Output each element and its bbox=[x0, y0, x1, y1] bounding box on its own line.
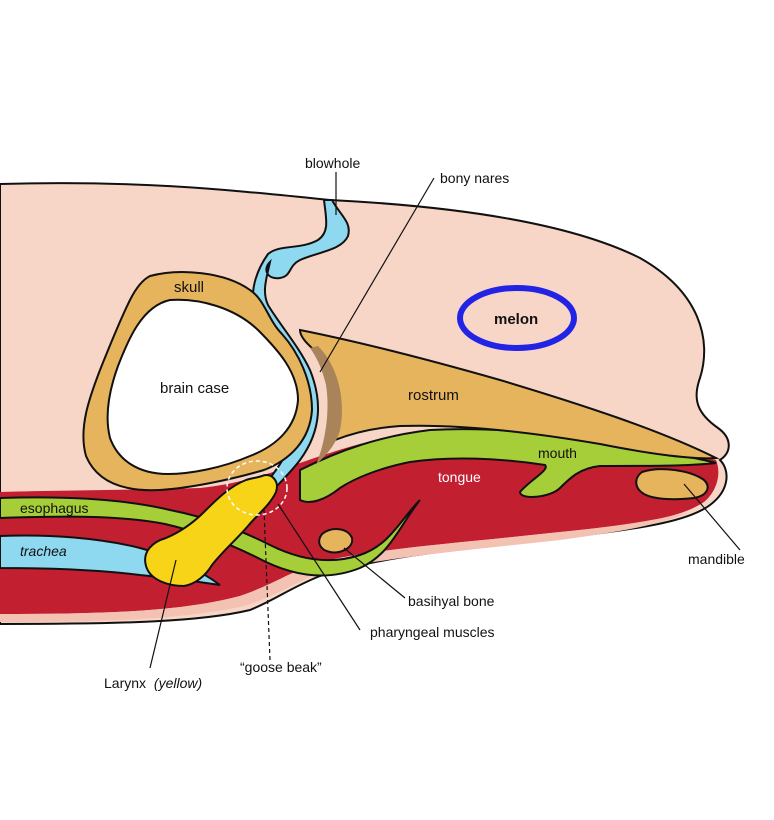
mandible-bone bbox=[635, 468, 709, 501]
label-trachea: trachea bbox=[20, 543, 67, 559]
label-mandible: mandible bbox=[688, 551, 745, 567]
brain-case bbox=[106, 298, 300, 476]
bony-nares-band bbox=[310, 346, 342, 465]
larynx-yellow bbox=[144, 474, 278, 588]
label-esophagus: esophagus bbox=[20, 500, 89, 516]
label-bony-nares: bony nares bbox=[440, 170, 509, 186]
leader-larynx bbox=[149, 559, 177, 669]
basihyal-bone-shape bbox=[318, 528, 354, 554]
label-larynx-name: Larynx bbox=[104, 675, 146, 691]
label-larynx: Larynx (yellow) bbox=[104, 675, 202, 691]
label-larynx-note: (yellow) bbox=[154, 675, 202, 691]
melon-ring bbox=[457, 285, 577, 351]
label-skull: skull bbox=[174, 279, 204, 296]
label-brain-case: brain case bbox=[160, 380, 229, 397]
label-blowhole: blowhole bbox=[305, 155, 360, 171]
label-pharyngeal-muscles: pharyngeal muscles bbox=[370, 624, 495, 640]
label-goose-beak: “goose beak” bbox=[240, 659, 322, 675]
leader-mandible bbox=[683, 483, 741, 551]
label-mouth: mouth bbox=[538, 445, 577, 461]
label-rostrum: rostrum bbox=[408, 387, 459, 404]
leader-pharyngeal bbox=[277, 503, 361, 631]
leader-bony-nares bbox=[319, 177, 435, 373]
leader-basihyal bbox=[343, 547, 406, 599]
label-tongue: tongue bbox=[438, 469, 481, 485]
goose-beak-circle bbox=[226, 460, 288, 516]
label-basihyal-bone: basihyal bone bbox=[408, 593, 495, 609]
label-melon: melon bbox=[494, 311, 538, 328]
